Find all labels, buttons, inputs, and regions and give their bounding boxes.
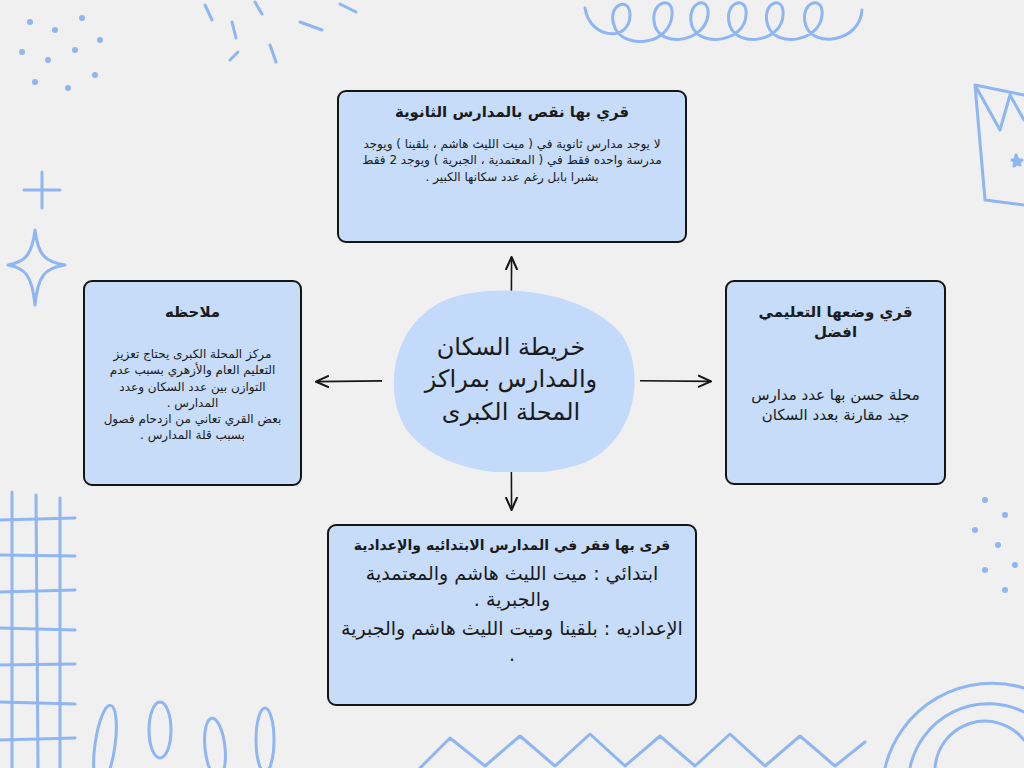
- blob-fill: [394, 291, 635, 472]
- box-heading: قري بها نقص بالمدارس الثانوية: [351, 102, 673, 122]
- topic-blob: خريطة السكان والمدارس بمراكز المحلة الكب…: [386, 287, 636, 472]
- loop-scribble: [585, 3, 862, 42]
- cross-sketch: [24, 172, 60, 208]
- node-content: قري وضعها التعليمي افضل محلة حسن بها عدد …: [727, 282, 944, 437]
- dots: [19, 15, 103, 91]
- node-content: قري بها نقص بالمدارس الثانوية لا يوجد مدا…: [339, 92, 685, 195]
- info-box: قري وضعها التعليمي افضل محلة حسن بها عدد …: [725, 280, 946, 485]
- arc-sketch: [885, 683, 1024, 768]
- zigzag-sketch: [975, 85, 1024, 205]
- small-star: [1012, 155, 1022, 166]
- info-box: ملاحظه مركز المحلة الكبرى يحتاج تعزيز الت…: [83, 280, 302, 486]
- arrow-connector: [316, 380, 382, 382]
- box-heading: ملاحظه: [97, 302, 288, 322]
- dots: [972, 497, 1018, 593]
- info-box: قرى بها فقر في المدارس الابتدائيه والإعد…: [327, 524, 697, 706]
- grid-sketch: [0, 492, 75, 768]
- node-content: قرى بها فقر في المدارس الابتدائيه والإعد…: [329, 526, 695, 677]
- box-body: الإعداديه : بلقينا وميت الليث هاشم والجب…: [341, 616, 683, 667]
- box-body: لا يوجد مدارس ثانوية في ( ميت الليث هاشم…: [351, 136, 673, 185]
- node-content: خريطة السكان والمدارس بمراكز المحلة الكب…: [386, 309, 636, 450]
- oval-sketch: [90, 702, 274, 768]
- box-heading: قري وضعها التعليمي افضل: [739, 302, 932, 343]
- box-body: بعض القري تعاني من ازدحام فصول بسبب قلة …: [97, 411, 288, 443]
- box-body: ابتدائي : ميت الليث هاشم والمعتمدية والج…: [341, 561, 683, 612]
- box-body: مركز المحلة الكبرى يحتاج تعزيز التعليم ا…: [97, 346, 288, 411]
- info-box: قري بها نقص بالمدارس الثانوية لا يوجد مدا…: [337, 90, 687, 243]
- map-title: خريطة السكان والمدارس بمراكز المحلة الكب…: [410, 331, 612, 428]
- node-content: ملاحظه مركز المحلة الكبرى يحتاج تعزيز الت…: [85, 282, 300, 455]
- sketch-strokes: [205, 2, 356, 62]
- box-body: محلة حسن بها عدد مدارس جيد مقارنة بعدد ا…: [739, 385, 932, 426]
- zigzag-sketch: [420, 734, 865, 768]
- arrow-connector: [640, 380, 711, 382]
- box-heading: قرى بها فقر في المدارس الابتدائيه والإعد…: [341, 536, 683, 555]
- star-sketch: [8, 230, 65, 305]
